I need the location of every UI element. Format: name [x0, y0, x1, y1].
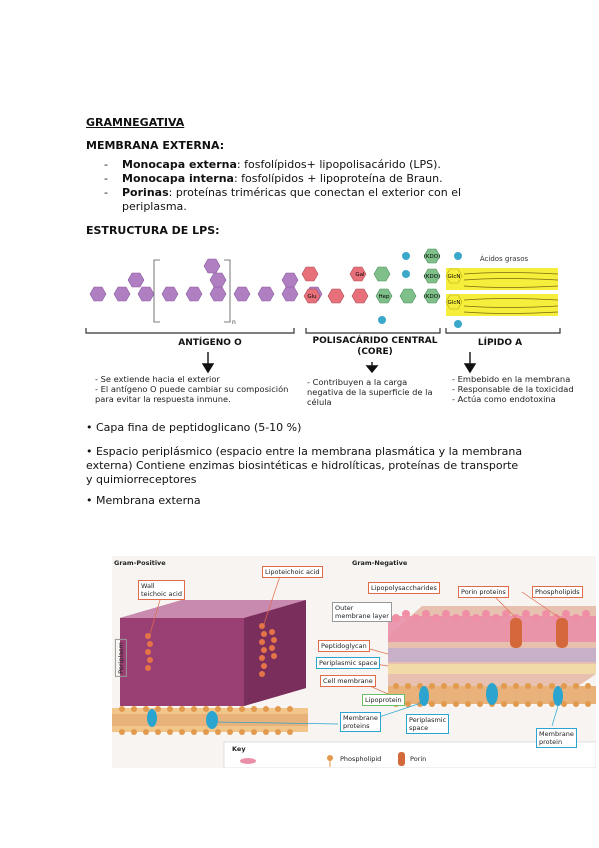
cell-membrane-label: Cell membrane [320, 675, 376, 687]
peptidoglycan-label: Peptidoglycan [318, 640, 370, 652]
antigeno-o-title: ANTÍGENO O [178, 338, 242, 348]
lipoprotein-label: Lipoprotein [362, 694, 405, 706]
repeat-bracket-left [153, 259, 160, 323]
point-outer-membrane: • Membrana externa [86, 494, 201, 507]
key-porin: Porin [410, 755, 427, 763]
point-peptidoglycan: • Capa fina de peptidoglicano (5-10 %) [86, 421, 302, 434]
core-notes: - Contribuyen a la carga negativa de la … [307, 377, 447, 407]
repeat-bracket-right [224, 259, 231, 323]
lipido-a-title: LÍPIDO A [477, 338, 523, 348]
note-line: célula [307, 397, 332, 407]
glcn-label-2: GlcN [448, 300, 461, 306]
gal-label: Gal [355, 272, 365, 278]
membrane-protein-label: Membrane protein [536, 728, 577, 748]
section-brackets [85, 328, 561, 334]
membrane-proteins-label: Membrane proteins [340, 712, 381, 732]
page-title: GRAMNEGATIVA [86, 116, 185, 129]
lipoteichoic-acid-label: Lipoteichoic acid [262, 566, 323, 578]
lipopolysaccharides-label: Lipopolysaccharides [368, 582, 440, 594]
kdo-label-1: (KDO) [424, 254, 440, 260]
note-line: - Contribuyen a la carga [307, 377, 408, 387]
lipido-a-notes: - Embebido en la membrana - Responsable … [452, 374, 598, 404]
lps-heading: ESTRUCTURA DE LPS: [86, 224, 220, 237]
gram-positive-label: Gram-Positive [114, 559, 166, 567]
gram-negative-label: Gram-Negative [352, 559, 408, 567]
phospholipids-label: Phospholipids [532, 586, 583, 598]
o-antigen-chain [89, 258, 323, 302]
glu-label: Glu [307, 294, 316, 300]
list-item-continuation: periplasma. [122, 200, 187, 213]
cell-wall-illustration [112, 575, 596, 768]
note-line: - Embebido en la membrana [452, 374, 571, 384]
note-line: - Actúa como endotoxina [452, 394, 556, 404]
phosphate-groups [378, 252, 462, 328]
key-phospholipid: Phospholipid [340, 755, 382, 763]
core-polysaccharide: Glu Gal Hep (KDO) (KDO) (KDO) [301, 248, 441, 304]
list-item: -Monocapa interna: fosfolípidos + lipopr… [104, 172, 443, 185]
note-line: - Responsable de la toxicidad [452, 384, 574, 394]
point-periplasmic-space: • Espacio periplásmico (espacio entre la… [86, 445, 523, 486]
lps-structure-diagram: n Glu Gal Hep (KDO) (KDO) (KDO) GlcN Glc… [85, 248, 561, 334]
periplasmic-space-bottom-label: Periplasmic space [406, 714, 450, 734]
note-line: para evitar la respuesta inmune. [95, 394, 231, 404]
section-arrows [201, 352, 477, 374]
glcn-label-1: GlcN [448, 274, 461, 280]
outer-membrane-layer-label: Outer membrane layer [332, 602, 392, 622]
periplasm-side-label: Periplasm [114, 639, 127, 677]
periplasmic-space-label: Periplasmic space [316, 657, 381, 669]
note-line: negativa de la superficie de la [307, 387, 433, 397]
core-title: POLISACÁRIDO CENTRAL (CORE) [312, 336, 438, 357]
cell-wall-figure: Gram-Positive Gram-Negative Wall teichoi… [112, 556, 596, 768]
note-line: - Se extiende hacia el exterior [95, 374, 220, 384]
porin-proteins-label: Porin proteins [458, 586, 509, 598]
antigeno-o-notes: - Se extiende hacia el exterior - El ant… [95, 374, 305, 404]
list-item: -Monocapa externa: fosfolípidos+ lipopol… [104, 158, 441, 171]
fatty-acids-label: Ácidos grasos [480, 254, 529, 263]
lipid-a: GlcN GlcN Ácidos grasos [445, 254, 559, 316]
outer-membrane-heading: MEMBRANA EXTERNA: [86, 139, 225, 152]
outer-membrane-list: -Monocapa externa: fosfolípidos+ lipopol… [104, 158, 482, 214]
wall-teichoic-acid-label: Wall teichoic acid [138, 580, 185, 600]
note-line: - El antígeno O puede cambiar su composi… [95, 384, 289, 394]
key-title: Key [232, 745, 246, 753]
repeat-n-label: n [232, 319, 236, 326]
kdo-label-3: (KDO) [424, 294, 440, 300]
list-item: -Porinas: proteínas triméricas que conec… [104, 186, 462, 199]
kdo-label-2: (KDO) [424, 274, 440, 280]
hep-label: Hep [378, 294, 390, 300]
